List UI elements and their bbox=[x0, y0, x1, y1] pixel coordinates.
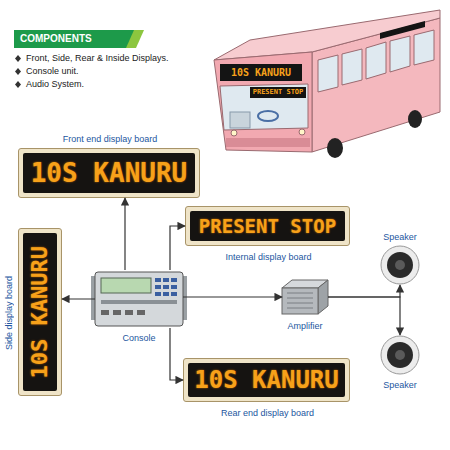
bus-headlight bbox=[231, 130, 237, 136]
board-caption: Speaker bbox=[370, 379, 430, 391]
bus-side-sign bbox=[380, 21, 425, 39]
bus-headlight bbox=[299, 129, 305, 135]
bullet-diamond bbox=[15, 55, 21, 62]
led-text: 10S KANURU bbox=[29, 246, 51, 378]
component-item: Audio System. bbox=[26, 79, 216, 90]
console-button bbox=[125, 310, 133, 315]
console-key bbox=[171, 292, 177, 296]
connector-arrow bbox=[183, 296, 282, 297]
bus-front-display-text: 10S KANURU bbox=[220, 64, 302, 81]
led-text: PRESENT STOP bbox=[199, 217, 336, 236]
amplifier-device bbox=[282, 280, 328, 314]
connector-arrow bbox=[170, 226, 185, 270]
amplifier-fin bbox=[287, 293, 313, 294]
led-screen: 10S KANURU bbox=[23, 233, 57, 391]
speaker-cone bbox=[387, 252, 413, 278]
speaker-node: Speaker bbox=[380, 245, 420, 285]
led-text: 10S KANURU bbox=[31, 160, 188, 186]
console-slot bbox=[101, 300, 177, 304]
amplifier-fin bbox=[287, 303, 313, 304]
bullet-marks bbox=[15, 55, 21, 88]
speaker-cap bbox=[395, 260, 405, 270]
components-banner bbox=[14, 30, 144, 48]
led-screen: 10S KANURU bbox=[23, 153, 195, 193]
speaker-icons bbox=[381, 246, 419, 374]
bus-window bbox=[390, 36, 410, 72]
banner-title: COMPONENTS bbox=[20, 32, 92, 46]
connector-arrow bbox=[328, 285, 400, 297]
connector-arrow bbox=[124, 198, 125, 270]
speaker-rim bbox=[381, 246, 419, 284]
console-key bbox=[163, 292, 169, 296]
speaker-cap bbox=[395, 350, 405, 360]
bus-window bbox=[318, 55, 338, 92]
amplifier-fin bbox=[287, 308, 313, 309]
display-board: 10S KANURUSide display board bbox=[18, 228, 62, 396]
console-key bbox=[155, 278, 161, 282]
led-screen: PRESENT STOP bbox=[190, 211, 345, 241]
bus-wheel bbox=[408, 110, 422, 128]
bullet-diamond bbox=[15, 81, 21, 88]
board-caption: Rear end display board bbox=[184, 407, 351, 419]
bus-illustration bbox=[214, 10, 440, 158]
bus-seat bbox=[230, 112, 250, 128]
steering-wheel bbox=[258, 111, 278, 121]
banner-stripe bbox=[126, 30, 144, 48]
amplifier-front bbox=[282, 288, 318, 314]
board-caption: Amplifier bbox=[270, 320, 340, 332]
console-key bbox=[163, 278, 169, 282]
speaker-rim bbox=[381, 336, 419, 374]
console-button bbox=[101, 310, 109, 315]
console-device bbox=[91, 272, 187, 326]
board-caption: Speaker bbox=[370, 231, 430, 243]
console-lcd bbox=[101, 278, 151, 293]
bus-bumper bbox=[226, 138, 310, 147]
board-caption: Front end display board bbox=[19, 133, 201, 145]
console-key bbox=[171, 278, 177, 282]
display-board: 10S KANURURear end display board bbox=[183, 358, 350, 402]
display-board: 10S KANURUFront end display board bbox=[18, 148, 200, 198]
console-button bbox=[113, 310, 121, 315]
display-board: PRESENT STOPInternal display board bbox=[185, 206, 350, 246]
connector-arrow bbox=[170, 328, 183, 380]
amplifier-node: Amplifier bbox=[282, 280, 328, 314]
console-button bbox=[137, 310, 145, 315]
console-body bbox=[95, 272, 183, 326]
banner-band bbox=[14, 30, 138, 48]
led-screen: 10S KANURU bbox=[188, 363, 345, 397]
connector-arrow bbox=[328, 297, 400, 335]
console-key bbox=[155, 285, 161, 289]
component-item: Front, Side, Rear & Inside Displays. bbox=[26, 53, 216, 64]
amplifier-fin bbox=[287, 298, 313, 299]
console-key bbox=[171, 285, 177, 289]
bus-inside-display-text: PRESENT STOP bbox=[250, 87, 306, 98]
component-item: Console unit. bbox=[26, 66, 216, 77]
speaker-node: Speaker bbox=[380, 335, 420, 375]
bus-window bbox=[366, 42, 386, 79]
bus-inside-sign bbox=[250, 87, 306, 98]
console-node: Console bbox=[95, 270, 183, 328]
led-text: 10S KANURU bbox=[194, 368, 339, 392]
bus-front bbox=[214, 52, 312, 152]
bullet-diamond bbox=[15, 68, 21, 75]
bus-windshield bbox=[220, 84, 308, 130]
bus-window bbox=[342, 49, 362, 85]
connector-arrow bbox=[62, 298, 95, 299]
amplifier-side bbox=[318, 280, 328, 314]
console-key bbox=[155, 292, 161, 296]
bus-front-sign bbox=[220, 64, 302, 81]
bus-window bbox=[414, 30, 434, 65]
board-caption: Console bbox=[95, 332, 183, 344]
console-key bbox=[163, 285, 169, 289]
speaker-cone bbox=[387, 342, 413, 368]
board-caption: Internal display board bbox=[186, 251, 351, 263]
board-caption: Side display board bbox=[3, 229, 15, 397]
bus-wheel bbox=[327, 138, 343, 158]
